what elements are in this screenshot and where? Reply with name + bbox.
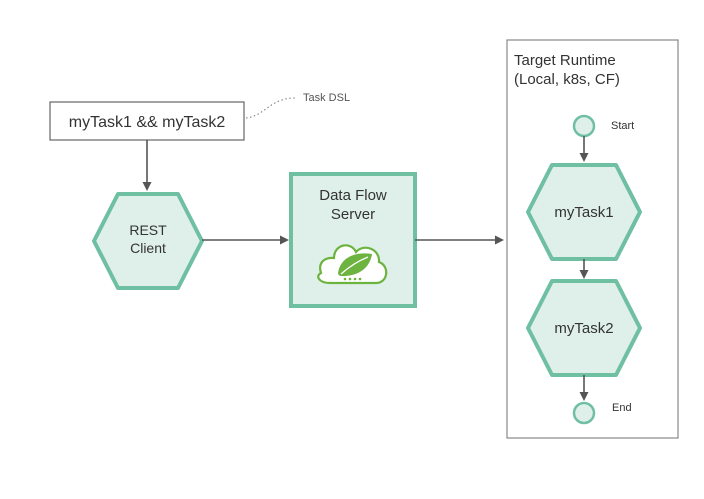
data-flow-server-node: Data Flow Server: [289, 172, 417, 308]
runtime-title-1: Target Runtime: [514, 52, 616, 69]
task-node-1: myTask1: [526, 163, 642, 261]
end-label: End: [612, 402, 632, 414]
server-label-1: Data Flow: [319, 187, 387, 204]
task-dsl-text: myTask1 && myTask2: [69, 114, 226, 131]
rest-client-node: REST Client: [92, 192, 204, 290]
task-1-label: myTask1: [554, 204, 613, 221]
task-node-2: myTask2: [526, 279, 642, 377]
task-dsl-box: myTask1 && myTask2: [49, 101, 245, 141]
start-node: [572, 114, 596, 138]
rest-client-label-2: Client: [130, 240, 166, 256]
rest-client-label-1: REST: [129, 222, 167, 238]
task-dsl-annotation: Task DSL: [303, 92, 350, 104]
server-label-2: Server: [331, 206, 375, 223]
start-label: Start: [611, 120, 634, 132]
task-2-label: myTask2: [554, 320, 613, 337]
runtime-title-2: (Local, k8s, CF): [514, 71, 620, 88]
task-dsl-annotation-line: [245, 97, 297, 119]
end-node: [572, 401, 596, 425]
spring-cloud-icon: [317, 244, 388, 285]
